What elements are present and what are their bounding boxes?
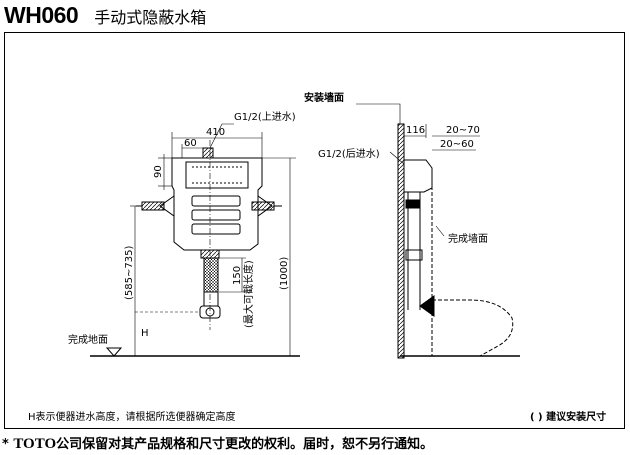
footer-prefix: * xyxy=(2,437,14,452)
footer-text: 公司保留对其产品规格和尺寸更改的权利。届时，恕不另行通知。 xyxy=(56,437,434,452)
title-bar: WH060 手动式隐蔽水箱 xyxy=(4,2,206,30)
model-number: WH060 xyxy=(4,2,79,28)
paren-note: ( ) 建议安装尺寸 xyxy=(530,412,607,423)
front-view xyxy=(90,123,300,357)
top-inlet xyxy=(202,147,214,159)
drawing-frame xyxy=(4,32,625,429)
tank-side xyxy=(403,159,433,193)
dim-depth: 116 xyxy=(406,125,425,136)
dim-side-height: 90 xyxy=(153,165,164,178)
dim-pipe-note: (最大可截长度) xyxy=(242,260,255,328)
brand-name: TOTO xyxy=(13,436,57,452)
dim-pipe: 150 xyxy=(232,266,243,285)
h-note: H表示便器进水高度，请根据所选便器确定高度 xyxy=(28,412,236,423)
floor-marker xyxy=(105,347,123,357)
tank-window-2 xyxy=(191,209,241,221)
floor-label: 完成地面 xyxy=(68,333,108,346)
left-bracket xyxy=(141,201,165,211)
footer-disclaimer: * TOTO公司保留对其产品规格和尺寸更改的权利。届时，恕不另行通知。 xyxy=(2,433,433,453)
dim-top-offset: 60 xyxy=(184,138,197,149)
finished-wall-label: 完成墙面 xyxy=(448,232,488,245)
side-view xyxy=(90,103,520,359)
flush-pipe xyxy=(203,257,219,293)
dim-mount-range: (585~735) xyxy=(124,246,135,300)
inlet-rear-label: G1/2(后进水) xyxy=(318,148,380,160)
dim-range-b: 20~60 xyxy=(440,139,474,150)
dim-top-width: 410 xyxy=(206,127,225,138)
tank-window-1 xyxy=(191,195,241,207)
install-wall xyxy=(397,123,405,359)
dim-total: (1000) xyxy=(279,257,290,290)
toilet-outline xyxy=(432,299,514,357)
tank-body xyxy=(171,157,263,251)
right-bracket xyxy=(251,201,275,211)
tank-window-3 xyxy=(191,223,241,235)
tank-cover xyxy=(185,161,249,189)
h-label: H xyxy=(141,328,149,339)
product-name: 手动式隐蔽水箱 xyxy=(94,8,207,27)
dim-range-a: 20~70 xyxy=(446,125,480,136)
inlet-top-label: G1/2(上进水) xyxy=(234,111,296,123)
wall-label: 安装墙面 xyxy=(304,91,344,104)
